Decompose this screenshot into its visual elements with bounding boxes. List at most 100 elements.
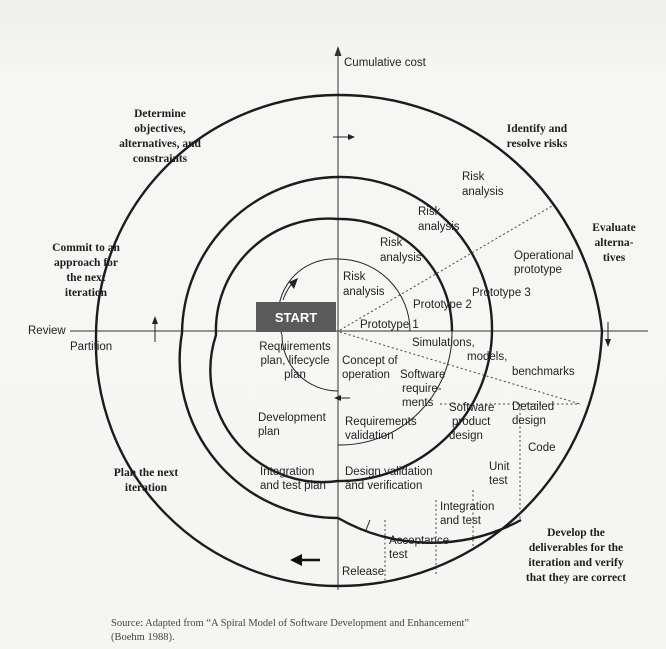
svg-text:tives: tives — [603, 252, 626, 264]
svg-text:design: design — [512, 415, 546, 427]
svg-text:Risk: Risk — [343, 271, 366, 283]
arrow-right-down-head — [605, 339, 611, 347]
simulations-models-benchmarks: Simulations, models, benchmarks — [412, 337, 575, 378]
svg-text:validation: validation — [345, 430, 394, 442]
svg-text:iteration and verify: iteration and verify — [528, 557, 623, 569]
quadrant-bottom-left: Plan the next iteration — [114, 467, 179, 494]
arrow-inner-left-head — [334, 395, 341, 401]
unit-test: Unit test — [489, 461, 510, 487]
svg-text:Identify and: Identify and — [507, 123, 568, 135]
svg-text:Requirements: Requirements — [259, 341, 331, 353]
source-caption-line-1: Source: Adapted from “A Spiral Model of … — [111, 618, 469, 629]
integration-and-test: Integration and test — [440, 501, 494, 527]
svg-text:Detailed: Detailed — [512, 401, 554, 413]
svg-text:Software: Software — [449, 402, 494, 414]
quadrant-right: Evaluate alterna- tives — [592, 222, 635, 264]
svg-text:resolve risks: resolve risks — [507, 138, 568, 150]
svg-text:Integration: Integration — [260, 466, 314, 478]
prototype-2: Prototype 2 — [413, 299, 472, 311]
svg-text:Acceptance: Acceptance — [389, 535, 449, 547]
svg-text:and test: and test — [440, 515, 482, 527]
svg-text:and test plan: and test plan — [260, 480, 326, 492]
acceptance-test: Acceptance test — [389, 535, 449, 561]
spiral-curve — [94, 93, 604, 588]
prototype-1: Prototype 1 — [360, 319, 419, 331]
svg-text:require-: require- — [402, 383, 442, 395]
svg-text:Evaluate: Evaluate — [592, 222, 635, 234]
slash-mark — [365, 519, 371, 531]
svg-text:Software: Software — [400, 369, 445, 381]
svg-text:alternatives, and: alternatives, and — [119, 138, 201, 150]
svg-text:test: test — [389, 549, 408, 561]
quadrant-left: Commit to an approach for the next itera… — [52, 242, 120, 299]
svg-text:models,: models, — [467, 351, 507, 363]
dotted-line-1 — [339, 205, 553, 331]
svg-text:Commit to an: Commit to an — [52, 242, 120, 254]
detailed-design: Detailed design — [512, 401, 554, 427]
prototype-3: Prototype 3 — [472, 287, 531, 299]
source-caption-line-2: (Boehm 1988). — [111, 632, 175, 643]
risk-analysis-1: Risk analysis — [343, 271, 385, 298]
quadrant-top-right: Identify and resolve risks — [507, 123, 568, 150]
svg-text:approach for: approach for — [54, 257, 118, 269]
risk-analysis-4: Risk analysis — [462, 171, 504, 198]
software-requirements: Software require- ments — [400, 369, 445, 409]
svg-text:operation: operation — [342, 369, 390, 381]
quadrant-top-left: Determine objectives, alternatives, and … — [119, 108, 201, 165]
integration-test-plan: Integration and test plan — [260, 466, 326, 492]
svg-text:the next: the next — [66, 272, 105, 284]
svg-text:iteration: iteration — [125, 482, 168, 494]
quadrant-bottom-right: Develop the deliverables for the iterati… — [526, 527, 626, 584]
development-plan: Development plan — [258, 412, 327, 438]
svg-text:Operational: Operational — [514, 250, 573, 262]
inner-loop-lower — [337, 330, 453, 446]
svg-text:constraints: constraints — [133, 153, 188, 165]
svg-text:Risk: Risk — [462, 171, 485, 183]
svg-text:Develop the: Develop the — [547, 527, 605, 539]
inner-spiral-curve — [277, 258, 411, 392]
software-product-design: Software product design — [449, 402, 494, 442]
requirements-validation: Requirements validation — [345, 416, 417, 442]
svg-text:test: test — [489, 475, 508, 487]
svg-text:Concept of: Concept of — [342, 355, 398, 367]
svg-text:benchmarks: benchmarks — [512, 366, 575, 378]
svg-text:objectives,: objectives, — [134, 123, 186, 135]
svg-text:Simulations,: Simulations, — [412, 337, 475, 349]
svg-text:iteration: iteration — [65, 287, 108, 299]
cumulative-cost-label: Cumulative cost — [344, 57, 427, 69]
svg-text:plan: plan — [284, 369, 306, 381]
start-arrowhead — [289, 278, 298, 289]
svg-text:Requirements: Requirements — [345, 416, 417, 428]
svg-text:Development: Development — [258, 412, 327, 424]
partition-label: Partition — [70, 341, 112, 353]
svg-text:prototype: prototype — [514, 264, 562, 276]
svg-text:Unit: Unit — [489, 461, 510, 473]
svg-text:and verification: and verification — [345, 480, 422, 492]
svg-text:plan, lifecycle: plan, lifecycle — [260, 355, 329, 367]
vertical-axis-arrowhead — [334, 46, 342, 56]
release-label: Release — [342, 566, 384, 578]
requirements-plan: Requirements plan, lifecycle plan — [259, 341, 331, 381]
svg-text:plan: plan — [258, 426, 280, 438]
svg-text:Determine: Determine — [134, 108, 186, 120]
svg-text:ments: ments — [402, 397, 434, 409]
design-validation-verification: Design validation and verification — [345, 466, 433, 492]
dotted-line-2 — [339, 331, 581, 405]
code-label: Code — [528, 442, 556, 454]
arrow-left-up-head — [152, 316, 158, 324]
svg-text:deliverables for the: deliverables for the — [529, 542, 623, 554]
svg-text:analysis: analysis — [462, 186, 504, 198]
svg-text:alterna-: alterna- — [595, 237, 634, 249]
svg-text:Risk: Risk — [380, 237, 403, 249]
svg-text:Integration: Integration — [440, 501, 494, 513]
svg-text:analysis: analysis — [343, 286, 385, 298]
arrow-top-right-head — [348, 134, 355, 140]
svg-text:that they are correct: that they are correct — [526, 572, 626, 584]
svg-text:design: design — [449, 430, 483, 442]
arrow-bottom-left-head — [290, 554, 302, 566]
svg-text:analysis: analysis — [418, 221, 460, 233]
risk-analysis-3: Risk analysis — [418, 206, 460, 233]
review-label: Review — [28, 325, 66, 337]
